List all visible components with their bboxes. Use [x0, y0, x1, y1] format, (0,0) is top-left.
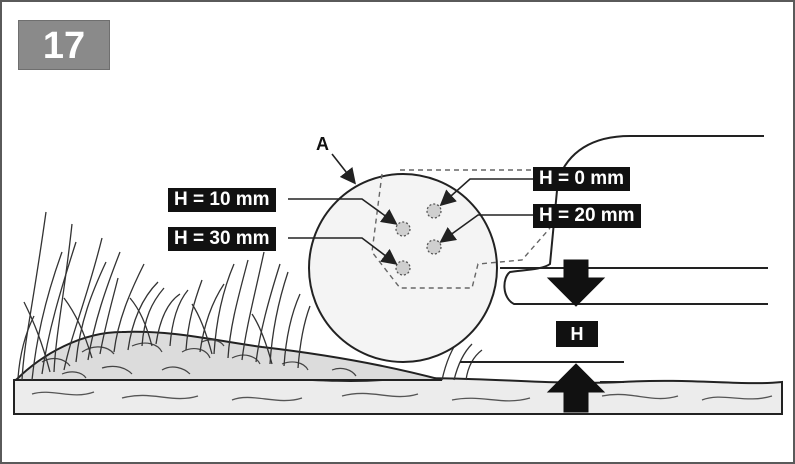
ground-surface: [13, 376, 783, 415]
height-label-10mm: H = 10 mm: [168, 188, 276, 212]
hole-0mm: [426, 203, 442, 219]
leader-arrow-icon: [288, 237, 398, 265]
grass: [17, 211, 483, 381]
leader-arrow-icon: [439, 178, 534, 207]
height-label-30mm: H = 30 mm: [168, 227, 276, 251]
ground-texture: [31, 391, 773, 402]
leader-arrow-icon: [288, 198, 398, 225]
hole-10mm: [395, 221, 411, 237]
arrow-up-icon: [546, 363, 606, 413]
height-label-0mm: H = 0 mm: [533, 167, 631, 191]
step-number-badge: 17: [18, 20, 110, 70]
hole-30mm: [395, 260, 411, 276]
leader-arrow-icon: [439, 214, 534, 243]
leader-arrow-icon: [331, 153, 356, 185]
arrow-down-icon: [546, 259, 606, 307]
adjustment-plate-outline: [371, 169, 551, 289]
hole-20mm: [426, 239, 442, 255]
height-label-20mm: H = 20 mm: [533, 204, 641, 228]
part-label-a: A: [316, 134, 329, 154]
height-dimension-label: H: [556, 321, 598, 347]
